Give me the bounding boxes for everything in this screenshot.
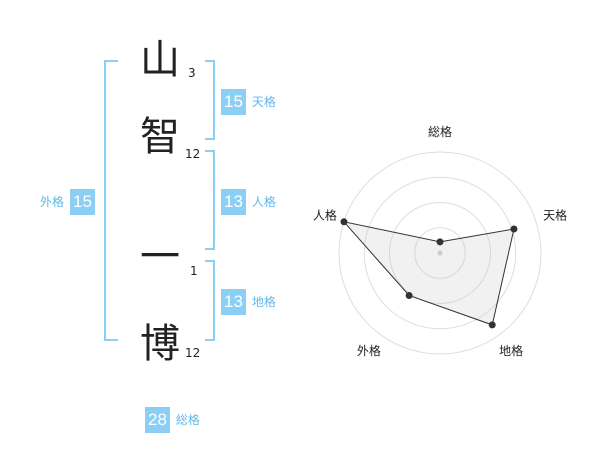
tenkaku-bracket-top bbox=[205, 60, 215, 62]
radar-point-3 bbox=[488, 321, 496, 329]
jinkaku-bracket-line bbox=[213, 150, 215, 250]
radar-point-1 bbox=[436, 238, 444, 246]
radar-ring-2 bbox=[389, 202, 491, 304]
name-char-1: 山 bbox=[140, 37, 180, 83]
gaikaku-bracket-top bbox=[104, 60, 118, 62]
stroke-count-1: 3 bbox=[188, 66, 196, 80]
chikaku-value-badge: 13 bbox=[221, 289, 246, 315]
tenkaku-bracket-bottom bbox=[205, 138, 215, 140]
radar-point-4 bbox=[405, 291, 413, 299]
jinkaku-value-badge: 13 bbox=[221, 189, 246, 215]
radar-series-polygon bbox=[342, 220, 515, 326]
radar-ring-1 bbox=[414, 227, 466, 279]
radar-axis-label-5: 人格 bbox=[313, 208, 337, 223]
soukaku-label: 総格 bbox=[175, 413, 200, 427]
chikaku-bracket-top bbox=[205, 260, 215, 262]
chikaku-label: 地格 bbox=[251, 295, 276, 309]
gaikaku-bracket-line bbox=[104, 60, 106, 341]
name-char-3: 一 bbox=[140, 234, 180, 280]
radar-ring-3 bbox=[363, 176, 517, 330]
chikaku-group: 13 地格 bbox=[221, 289, 276, 315]
chikaku-bracket-line bbox=[213, 260, 215, 341]
gaikaku-group: 外格 15 bbox=[40, 189, 95, 215]
name-char-2: 智 bbox=[140, 114, 180, 160]
stroke-count-3: 1 bbox=[190, 264, 198, 278]
tenkaku-bracket-line bbox=[213, 60, 215, 140]
tenkaku-group: 15 天格 bbox=[221, 89, 276, 115]
jinkaku-label: 人格 bbox=[251, 195, 276, 209]
radar-axis-label-4: 外格 bbox=[357, 343, 381, 358]
soukaku-group: 28 総格 bbox=[145, 407, 200, 433]
gaikaku-label: 外格 bbox=[40, 195, 65, 209]
tenkaku-value-badge: 15 bbox=[221, 89, 246, 115]
stroke-count-2: 12 bbox=[185, 147, 201, 161]
chikaku-bracket-bottom bbox=[205, 339, 215, 341]
radar-point-2 bbox=[510, 225, 518, 233]
radar-ring-4 bbox=[338, 151, 542, 355]
stroke-count-4: 12 bbox=[185, 346, 201, 360]
jinkaku-group: 13 人格 bbox=[221, 189, 276, 215]
radar-center-dot bbox=[437, 250, 443, 256]
jinkaku-bracket-bottom bbox=[205, 248, 215, 250]
name-char-4: 博 bbox=[140, 321, 180, 367]
tenkaku-label: 天格 bbox=[251, 95, 276, 109]
gaikaku-bracket-bottom bbox=[104, 339, 118, 341]
jinkaku-bracket-top bbox=[205, 150, 215, 152]
radar-point-5 bbox=[340, 218, 348, 226]
gaikaku-value-badge: 15 bbox=[70, 189, 95, 215]
radar-axis-label-2: 天格 bbox=[543, 208, 567, 223]
radar-axis-label-3: 地格 bbox=[499, 343, 523, 358]
radar-axis-label-1: 総格 bbox=[428, 124, 452, 139]
soukaku-value-badge: 28 bbox=[145, 407, 170, 433]
